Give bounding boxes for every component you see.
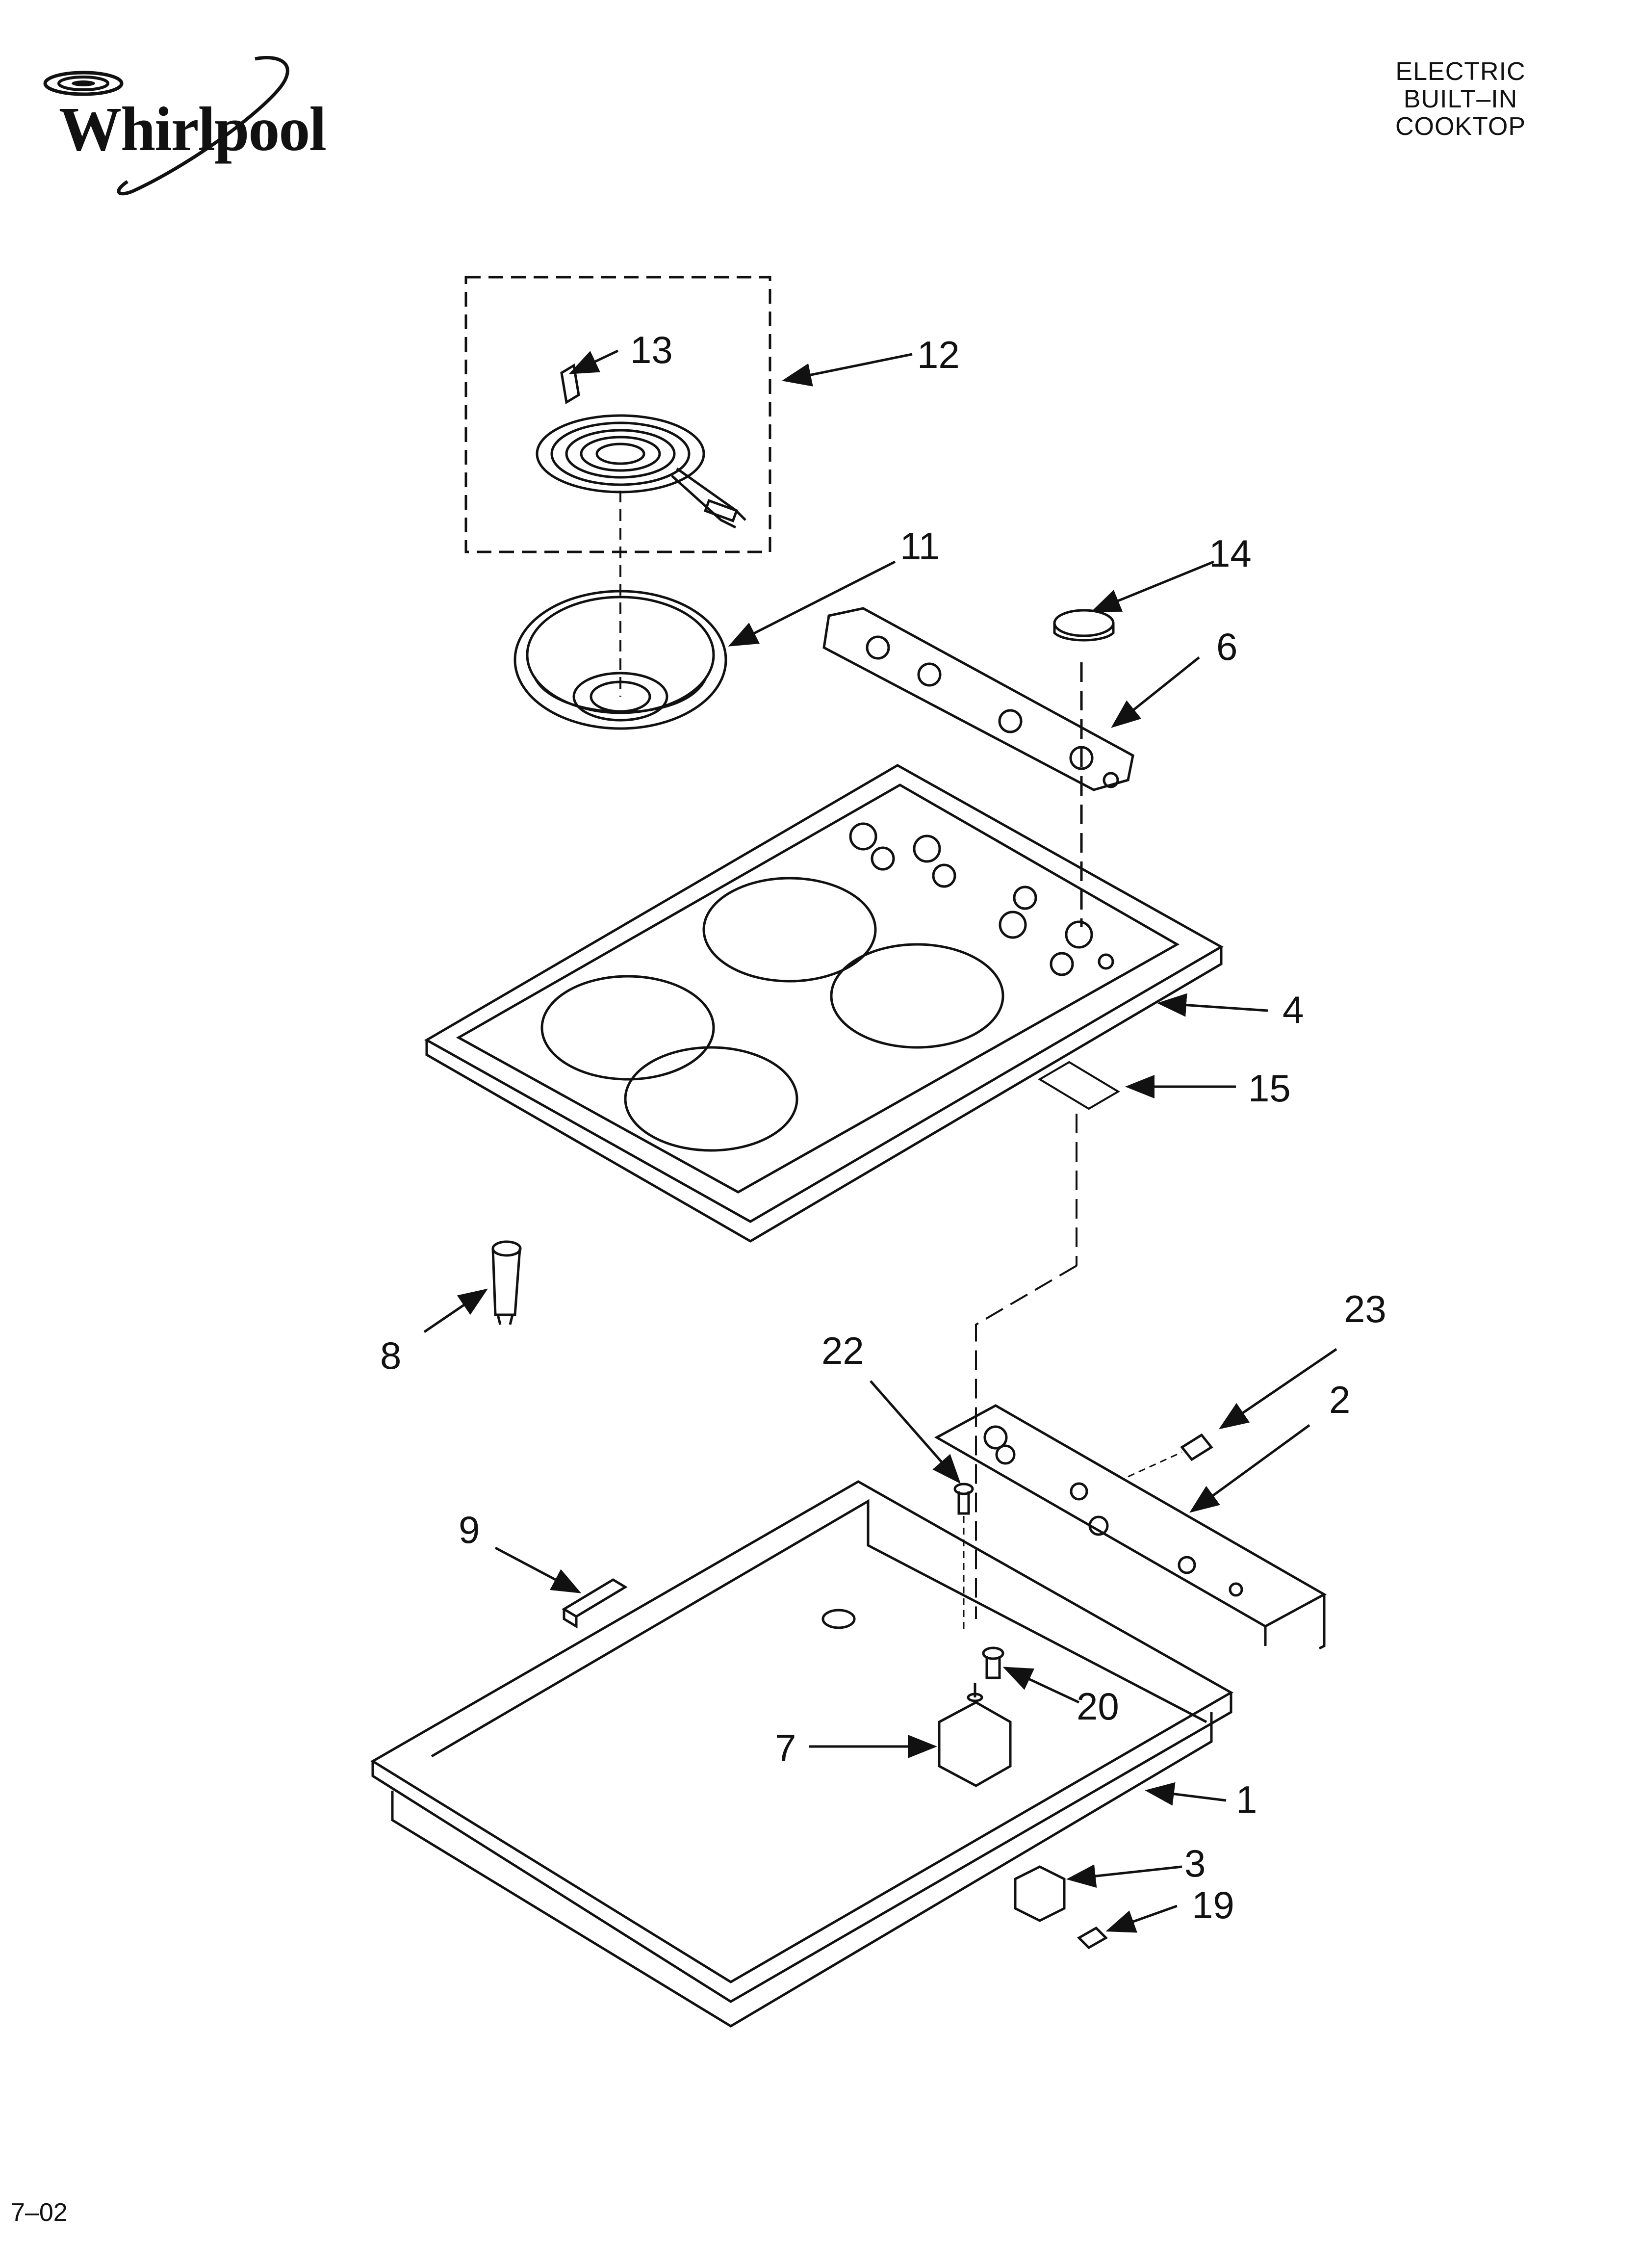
callout-11: 11 [900, 524, 940, 568]
callout-15: 15 [1248, 1067, 1291, 1110]
callout-4: 4 [1283, 988, 1304, 1031]
leader-arrows [423, 349, 1337, 1933]
brand-logo: Whirlpool [25, 44, 329, 201]
part-13-coil-element [536, 363, 746, 529]
product-line-2: BUILT–IN [1403, 85, 1518, 113]
product-title: ELECTRIC BUILT–IN COOKTOP [1358, 58, 1564, 140]
part-2-control-bracket [934, 1404, 1327, 1650]
callout-23: 23 [1344, 1287, 1386, 1330]
product-line-1: ELECTRIC [1395, 57, 1526, 86]
part-9-bracket [562, 1578, 628, 1629]
part-1-base-pan [370, 1480, 1234, 2028]
callout-12: 12 [917, 333, 960, 376]
callout-9: 9 [459, 1508, 480, 1551]
part-14-knob [1053, 609, 1115, 927]
part-4-cooktop [424, 764, 1224, 1243]
part-15-label [975, 1061, 1120, 1619]
part-8-indicator-light [491, 1240, 522, 1325]
callout-3: 3 [1184, 1842, 1206, 1885]
product-line-3: COOKTOP [1395, 112, 1526, 141]
part-23-screw [1128, 1433, 1213, 1478]
part-19-screw [1077, 1926, 1108, 1950]
part-12-element-box [464, 276, 771, 553]
date-code: 7–02 [11, 2198, 68, 2227]
part-3-bracket [1014, 1865, 1066, 1922]
callout-6: 6 [1216, 625, 1237, 668]
brand-wordmark: Whirlpool [59, 94, 327, 164]
callout-2: 2 [1329, 1378, 1350, 1421]
callout-1: 1 [1236, 1778, 1257, 1821]
part-20-screw [982, 1646, 1004, 1679]
callout-7: 7 [775, 1726, 796, 1770]
part-6-control-panel [822, 607, 1134, 791]
callout-19: 19 [1192, 1883, 1234, 1927]
callout-22: 22 [821, 1329, 864, 1372]
callout-20: 20 [1077, 1685, 1119, 1728]
swirl-logo-icon [43, 56, 289, 196]
callout-8: 8 [380, 1334, 401, 1377]
callout-13: 13 [630, 328, 673, 371]
callout-14: 14 [1209, 532, 1252, 575]
part-11-drip-bowl [513, 491, 727, 730]
part-22-screw [953, 1483, 974, 1634]
part-7-switch [938, 1683, 1012, 1787]
